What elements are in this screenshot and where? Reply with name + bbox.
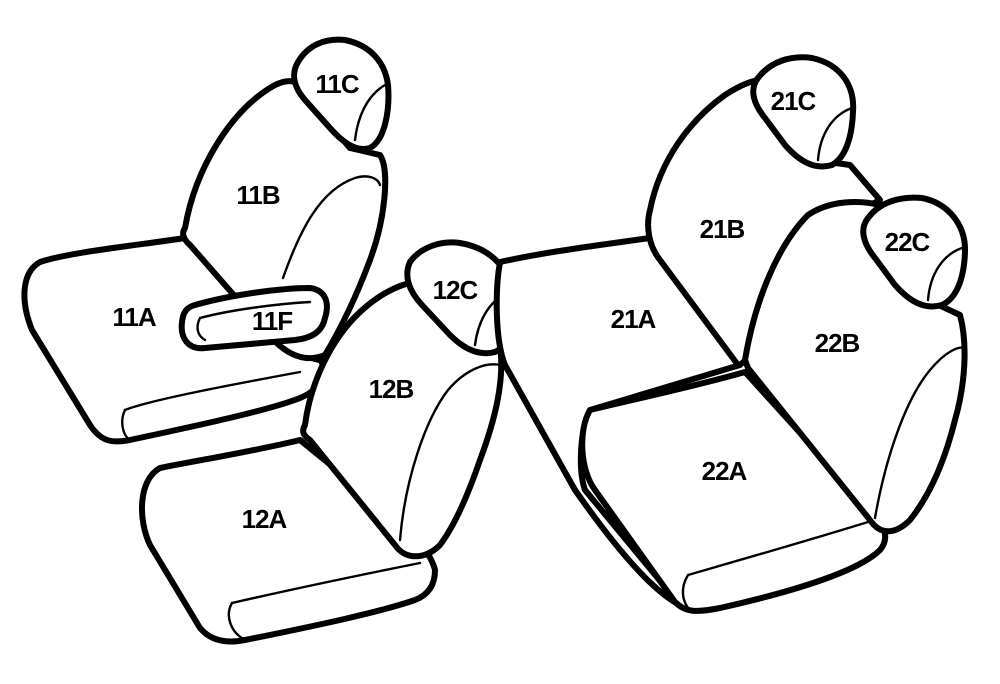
seat-rear-bench (493, 54, 969, 614)
label-22C: 22C (885, 227, 931, 257)
label-11B: 11B (236, 180, 279, 210)
label-11A: 11A (112, 302, 156, 332)
part-11A-cushion (21, 235, 327, 445)
label-12B: 12B (369, 374, 414, 404)
label-11C: 11C (315, 69, 359, 99)
part-11C-headrest (291, 36, 392, 152)
label-21A: 21A (611, 304, 657, 334)
part-22C-headrest (860, 194, 969, 310)
label-11F: 11F (252, 306, 292, 336)
label-22B: 22B (815, 328, 860, 358)
part-22A-cushion (579, 369, 889, 614)
label-22A: 22A (702, 456, 748, 486)
label-12A: 12A (242, 504, 288, 534)
seat-front-left (21, 36, 392, 445)
part-21C-headrest (750, 54, 857, 170)
label-12C: 12C (433, 275, 479, 305)
part-12B-backrest (300, 279, 505, 560)
seat-front-right (139, 239, 516, 645)
part-labels: 11C 11B 11A 11F 12C 12B 12A 21C 21B 21A … (112, 69, 931, 534)
label-21B: 21B (700, 214, 745, 244)
label-21C: 21C (771, 86, 817, 116)
